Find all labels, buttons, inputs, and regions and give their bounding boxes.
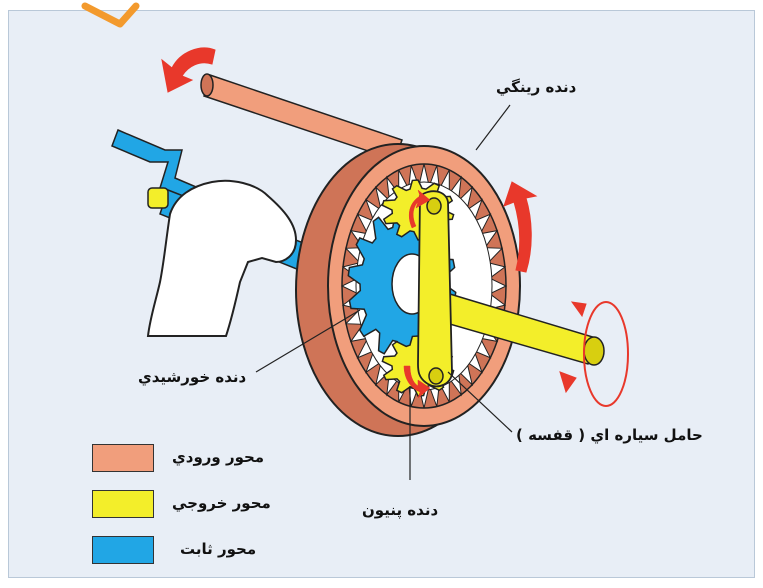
legend-swatch-input (92, 444, 154, 472)
ring-gear-label: دنده رينگي (496, 80, 576, 95)
legend-label-fixed: محور ثابت (180, 542, 256, 557)
ring-gear-leader (476, 105, 510, 150)
output-stub (148, 188, 168, 208)
planet-carrier-label: حامل سياره اي ( قفسه ) (516, 428, 703, 443)
planet-carrier (418, 191, 452, 386)
legend-swatch-fixed (92, 536, 154, 564)
pinion-gear-label: دنده پنيون (362, 503, 438, 518)
carrier-pin-bottom (429, 368, 443, 384)
input-shaft (201, 74, 402, 160)
sun-gear-label: دنده خورشيدي (138, 370, 246, 385)
legend-label-input: محور ورودي (172, 450, 264, 465)
legend-label-output: محور خروجي (172, 496, 271, 511)
watermark-mark (85, 6, 136, 24)
legend-swatch-output (92, 490, 154, 518)
